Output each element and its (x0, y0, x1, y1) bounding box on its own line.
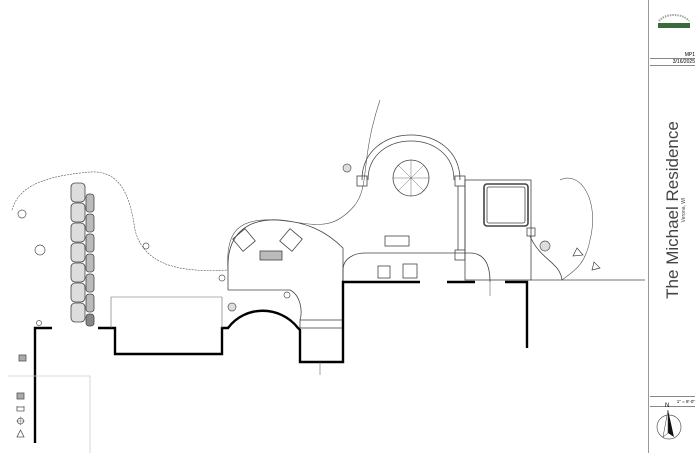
light-fixture-square-icon (16, 392, 25, 400)
lawn-edge-lines (11, 99, 593, 281)
light-fixture-square-icon (18, 354, 27, 362)
legend (16, 354, 27, 438)
path-light-icon (16, 416, 25, 426)
boulder-wall (70, 182, 95, 327)
patio (227, 219, 344, 329)
company-logo (658, 14, 690, 28)
project-title: The Michael Residence (663, 121, 682, 299)
plan-date: 3/16/2025 (650, 59, 695, 66)
north-arrow-icon (656, 409, 682, 440)
trees-shrubs (17, 163, 551, 326)
plan-scale: 1" = 8'-0" (650, 396, 695, 407)
uplight-triangle-icon (16, 429, 25, 438)
bench-icon (16, 406, 25, 412)
north-label: N (665, 403, 670, 409)
dining-terrace (342, 134, 645, 283)
title-block (648, 0, 700, 453)
house-outline (33, 280, 529, 443)
light-fixtures (572, 247, 601, 271)
sheet-number: MP1 (650, 52, 695, 59)
project-location: Verona, WI (681, 197, 687, 223)
